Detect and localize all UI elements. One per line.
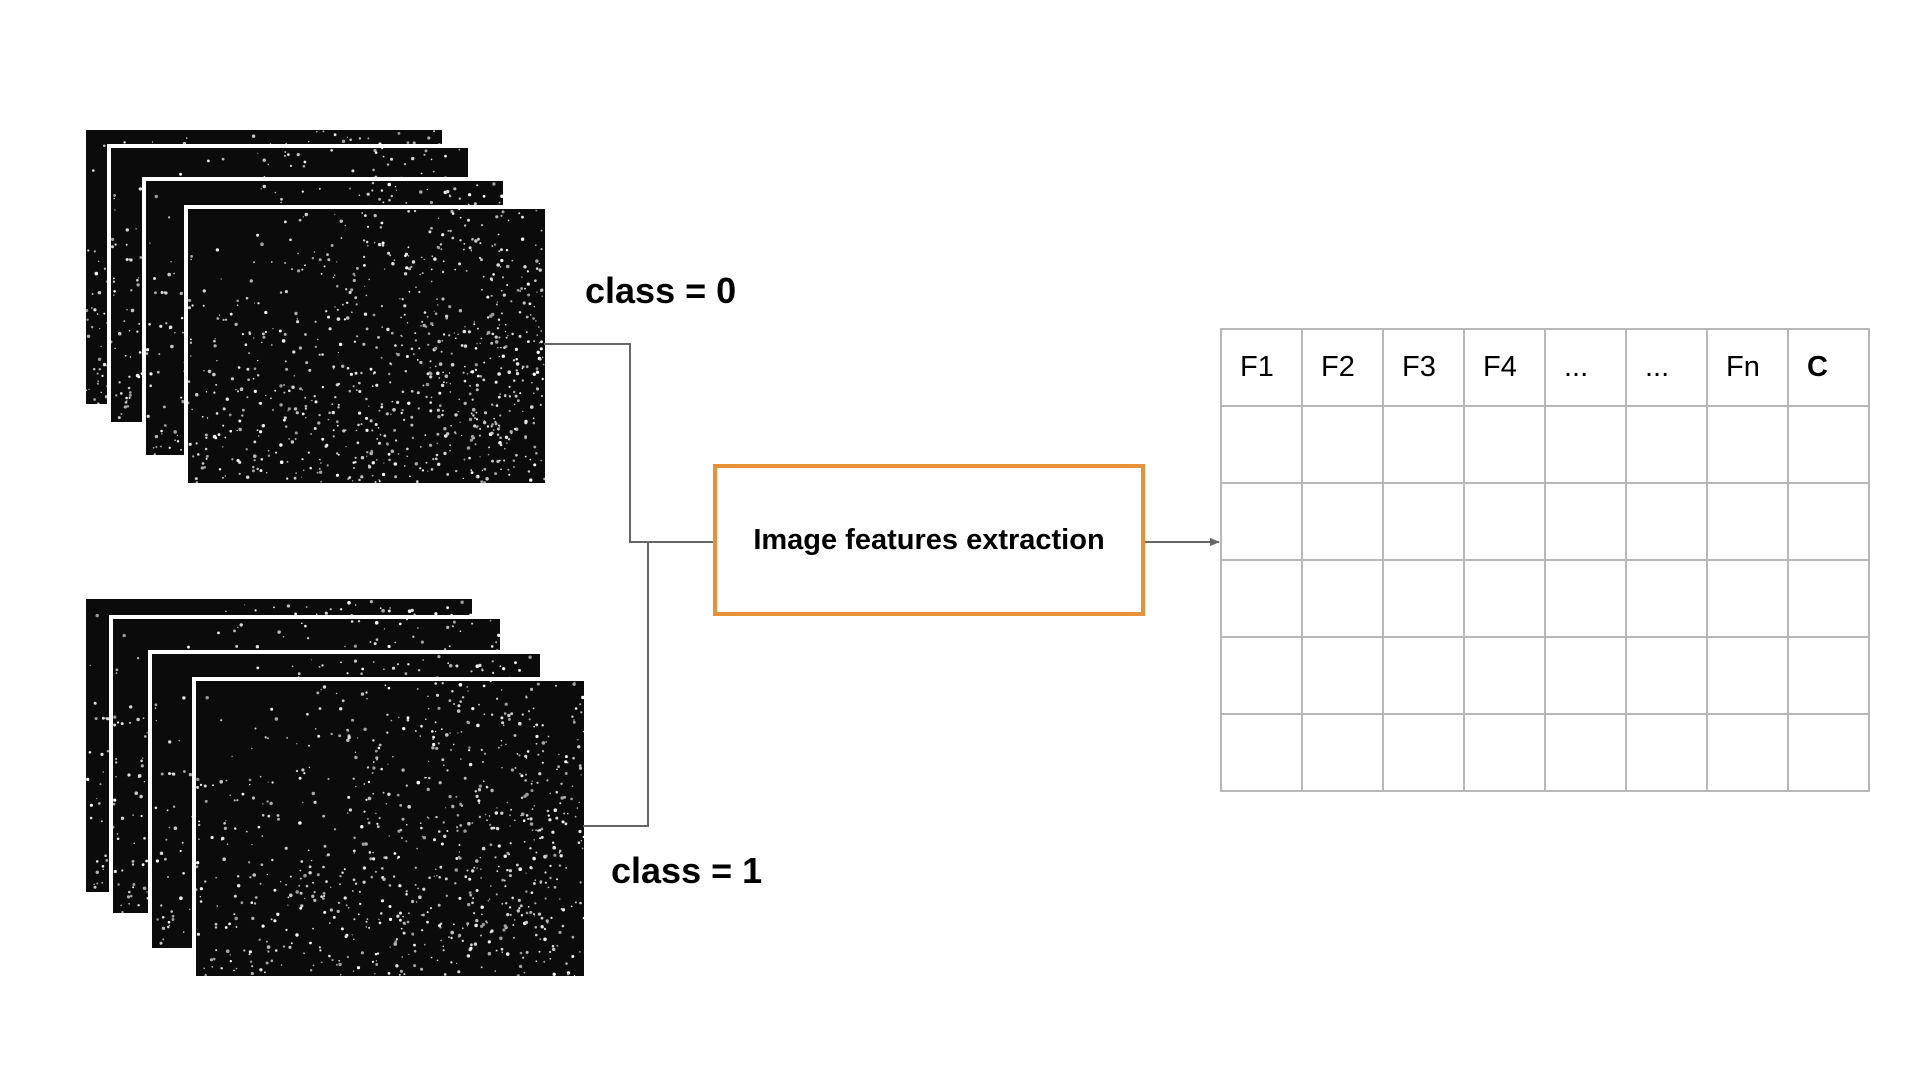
header-cell-ellipsis-2: ... xyxy=(1625,328,1708,407)
table-cell xyxy=(1382,405,1465,484)
microscopy-image xyxy=(184,205,549,487)
table-row xyxy=(1220,713,1870,792)
table-cell xyxy=(1220,482,1303,561)
table-row xyxy=(1220,482,1870,561)
table-cell xyxy=(1463,559,1546,638)
table-row xyxy=(1220,559,1870,638)
table-cell xyxy=(1382,559,1465,638)
feature-extraction-label: Image features extraction xyxy=(753,523,1105,556)
table-row xyxy=(1220,636,1870,715)
table-cell xyxy=(1706,405,1789,484)
cell-texture xyxy=(188,209,545,483)
header-cell-f2: F2 xyxy=(1301,328,1384,407)
table-cell xyxy=(1382,482,1465,561)
table-cell xyxy=(1463,636,1546,715)
table-cell xyxy=(1463,482,1546,561)
class-label-1: class = 1 xyxy=(611,850,763,891)
table-cell xyxy=(1787,713,1870,792)
table-cell xyxy=(1625,482,1708,561)
table-cell xyxy=(1787,405,1870,484)
table-cell xyxy=(1544,405,1627,484)
table-cell xyxy=(1625,405,1708,484)
table-cell xyxy=(1787,559,1870,638)
connector-class-0 xyxy=(544,343,713,543)
table-cell xyxy=(1787,636,1870,715)
table-cell xyxy=(1220,405,1303,484)
table-row xyxy=(1220,405,1870,484)
table-cell xyxy=(1706,559,1789,638)
table-cell xyxy=(1301,636,1384,715)
microscopy-image xyxy=(192,677,588,980)
header-cell-f4: F4 xyxy=(1463,328,1546,407)
table-cell xyxy=(1544,636,1627,715)
header-cell-f3: F3 xyxy=(1382,328,1465,407)
table-cell xyxy=(1301,559,1384,638)
table-cell xyxy=(1544,713,1627,792)
table-cell xyxy=(1706,713,1789,792)
table-cell xyxy=(1706,482,1789,561)
class-label-0: class = 0 xyxy=(585,270,737,311)
feature-table: F1 F2 F3 F4 ... ... Fn C xyxy=(1220,328,1870,792)
header-cell-f1: F1 xyxy=(1220,328,1303,407)
table-cell xyxy=(1220,713,1303,792)
table-cell xyxy=(1544,482,1627,561)
feature-extraction-box: Image features extraction xyxy=(713,464,1145,616)
table-cell xyxy=(1625,713,1708,792)
table-cell xyxy=(1625,559,1708,638)
header-cell-ellipsis-1: ... xyxy=(1544,328,1627,407)
table-cell xyxy=(1301,713,1384,792)
table-cell xyxy=(1544,559,1627,638)
table-cell xyxy=(1706,636,1789,715)
table-cell xyxy=(1220,636,1303,715)
table-cell xyxy=(1463,713,1546,792)
table-cell xyxy=(1382,636,1465,715)
table-cell xyxy=(1220,559,1303,638)
table-cell xyxy=(1787,482,1870,561)
table-cell xyxy=(1463,405,1546,484)
table-cell xyxy=(1382,713,1465,792)
table-cell xyxy=(1301,482,1384,561)
table-header-row: F1 F2 F3 F4 ... ... Fn C xyxy=(1220,328,1870,407)
header-cell-class: C xyxy=(1787,328,1870,407)
connector-class-1 xyxy=(583,541,713,827)
cell-texture xyxy=(196,681,584,976)
table-cell xyxy=(1625,636,1708,715)
table-cell xyxy=(1301,405,1384,484)
header-cell-fn: Fn xyxy=(1706,328,1789,407)
